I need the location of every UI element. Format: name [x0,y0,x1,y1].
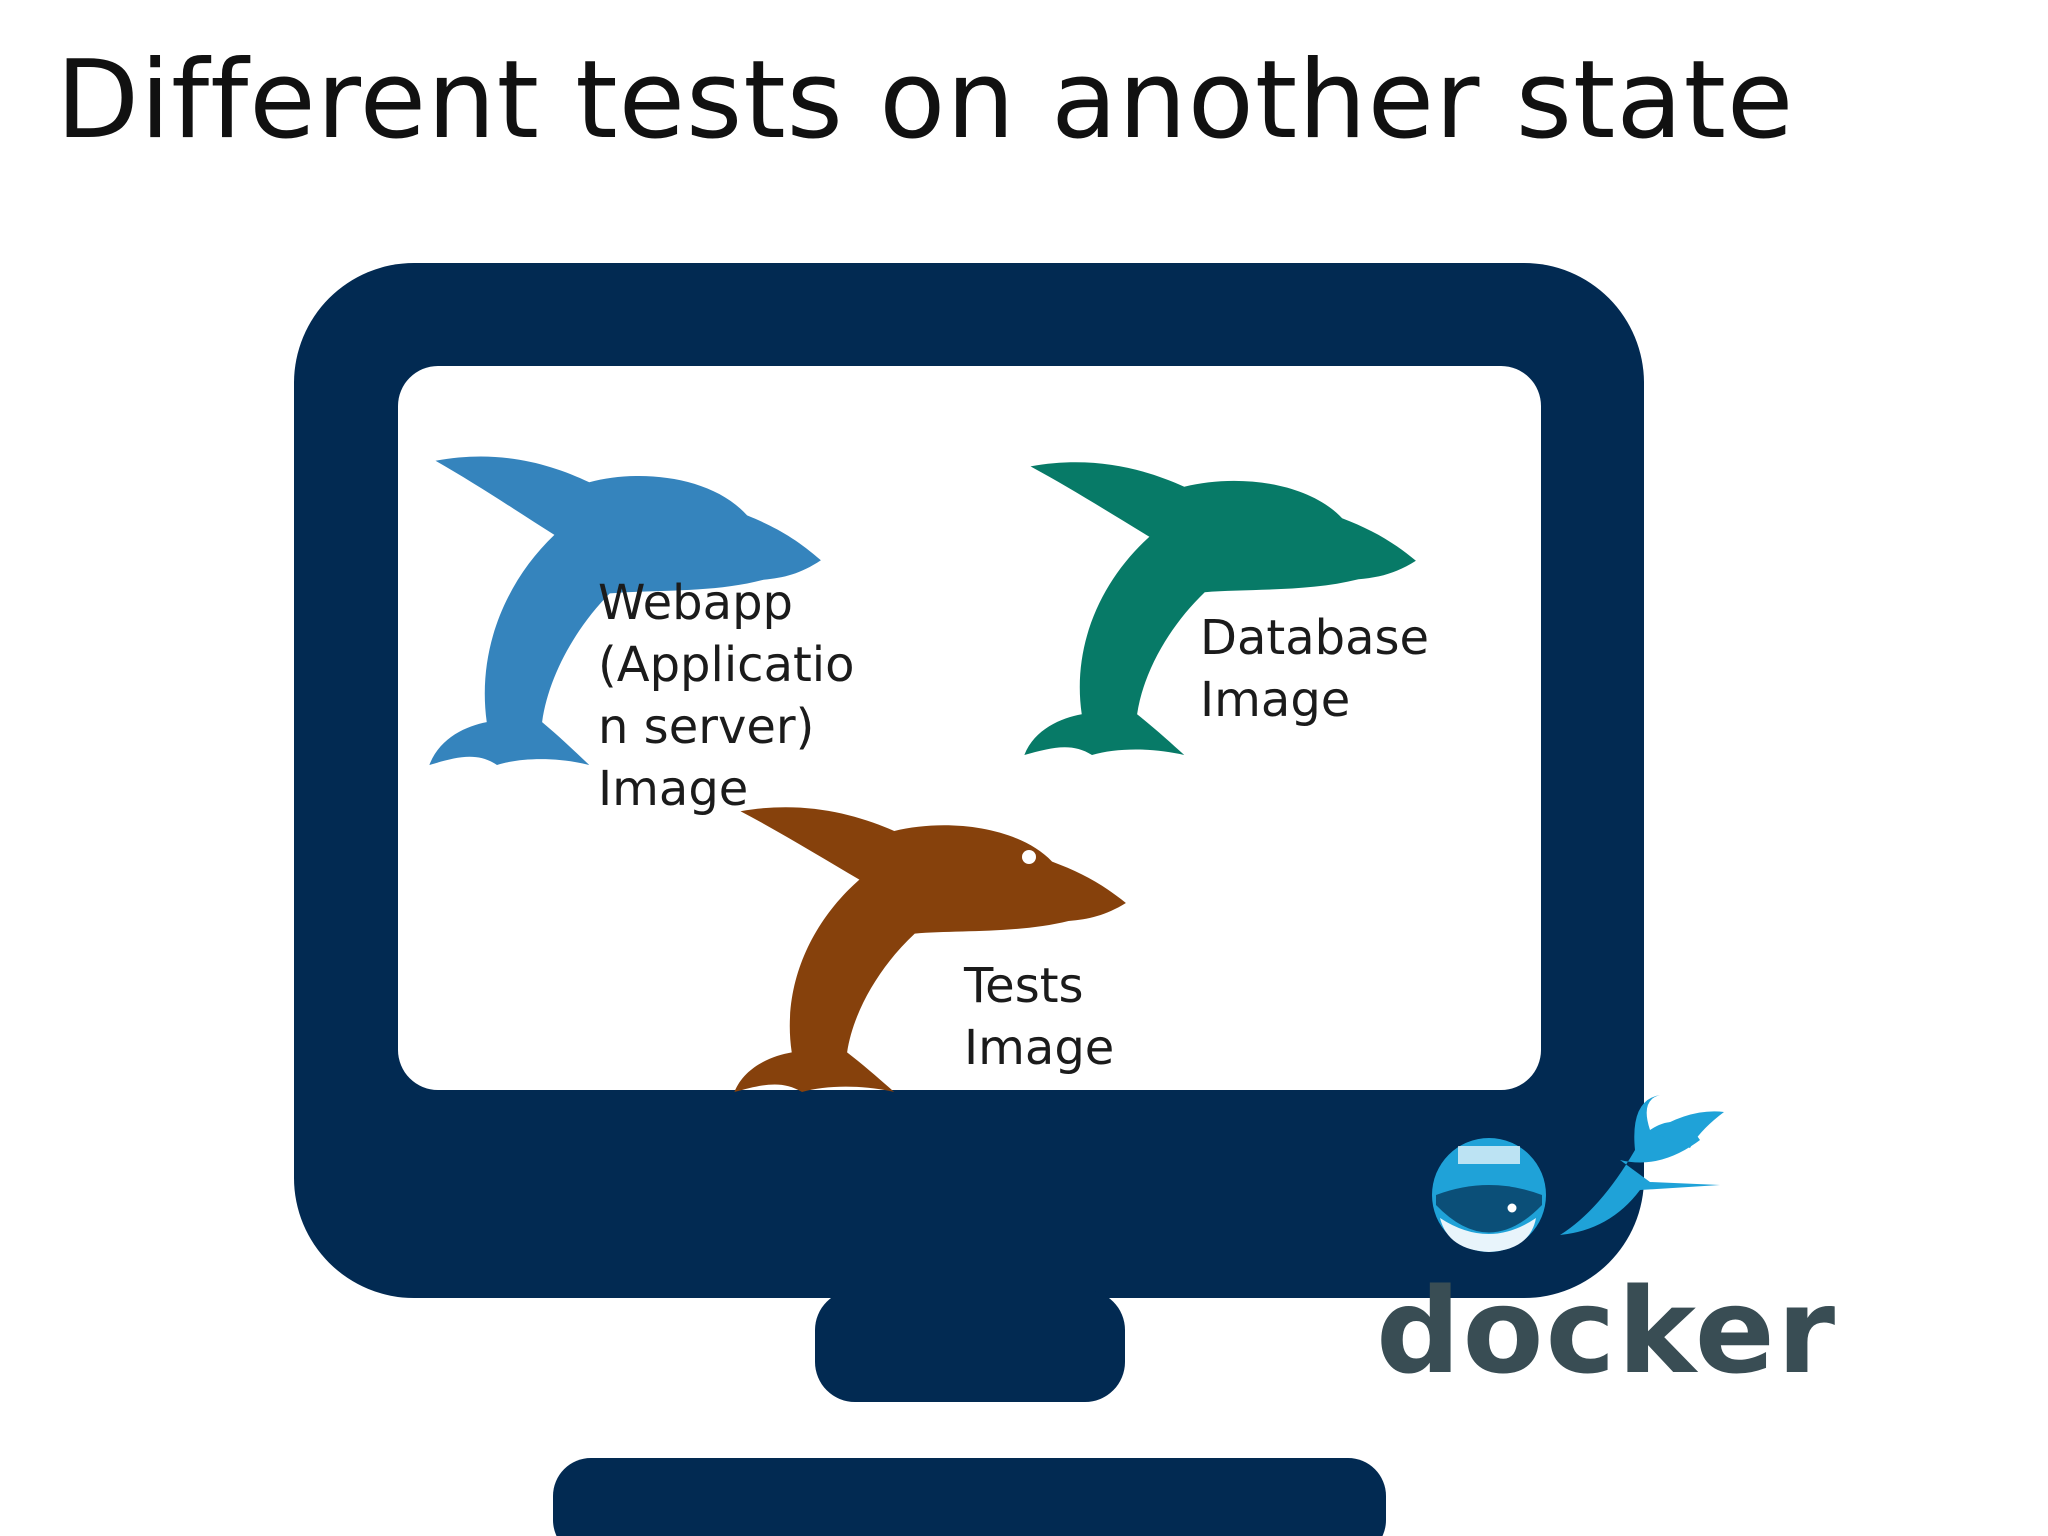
tests-image-label: Tests Image [964,958,1115,1076]
monitor-neck [815,1290,1125,1402]
database-image-label: Database Image [1200,610,1430,728]
monitor-base [553,1458,1386,1536]
dolphin-eye [1368,490,1382,504]
webapp-image-label: Webapp (Applicatio n server) Image [598,575,855,817]
dolphin-eye [1022,850,1036,864]
slide-title: Different tests on another state [56,38,1795,163]
docker-logo-text: docker [1376,1262,1838,1400]
dolphin-eye [774,468,788,482]
docker-whale-icon [1432,1095,1724,1252]
